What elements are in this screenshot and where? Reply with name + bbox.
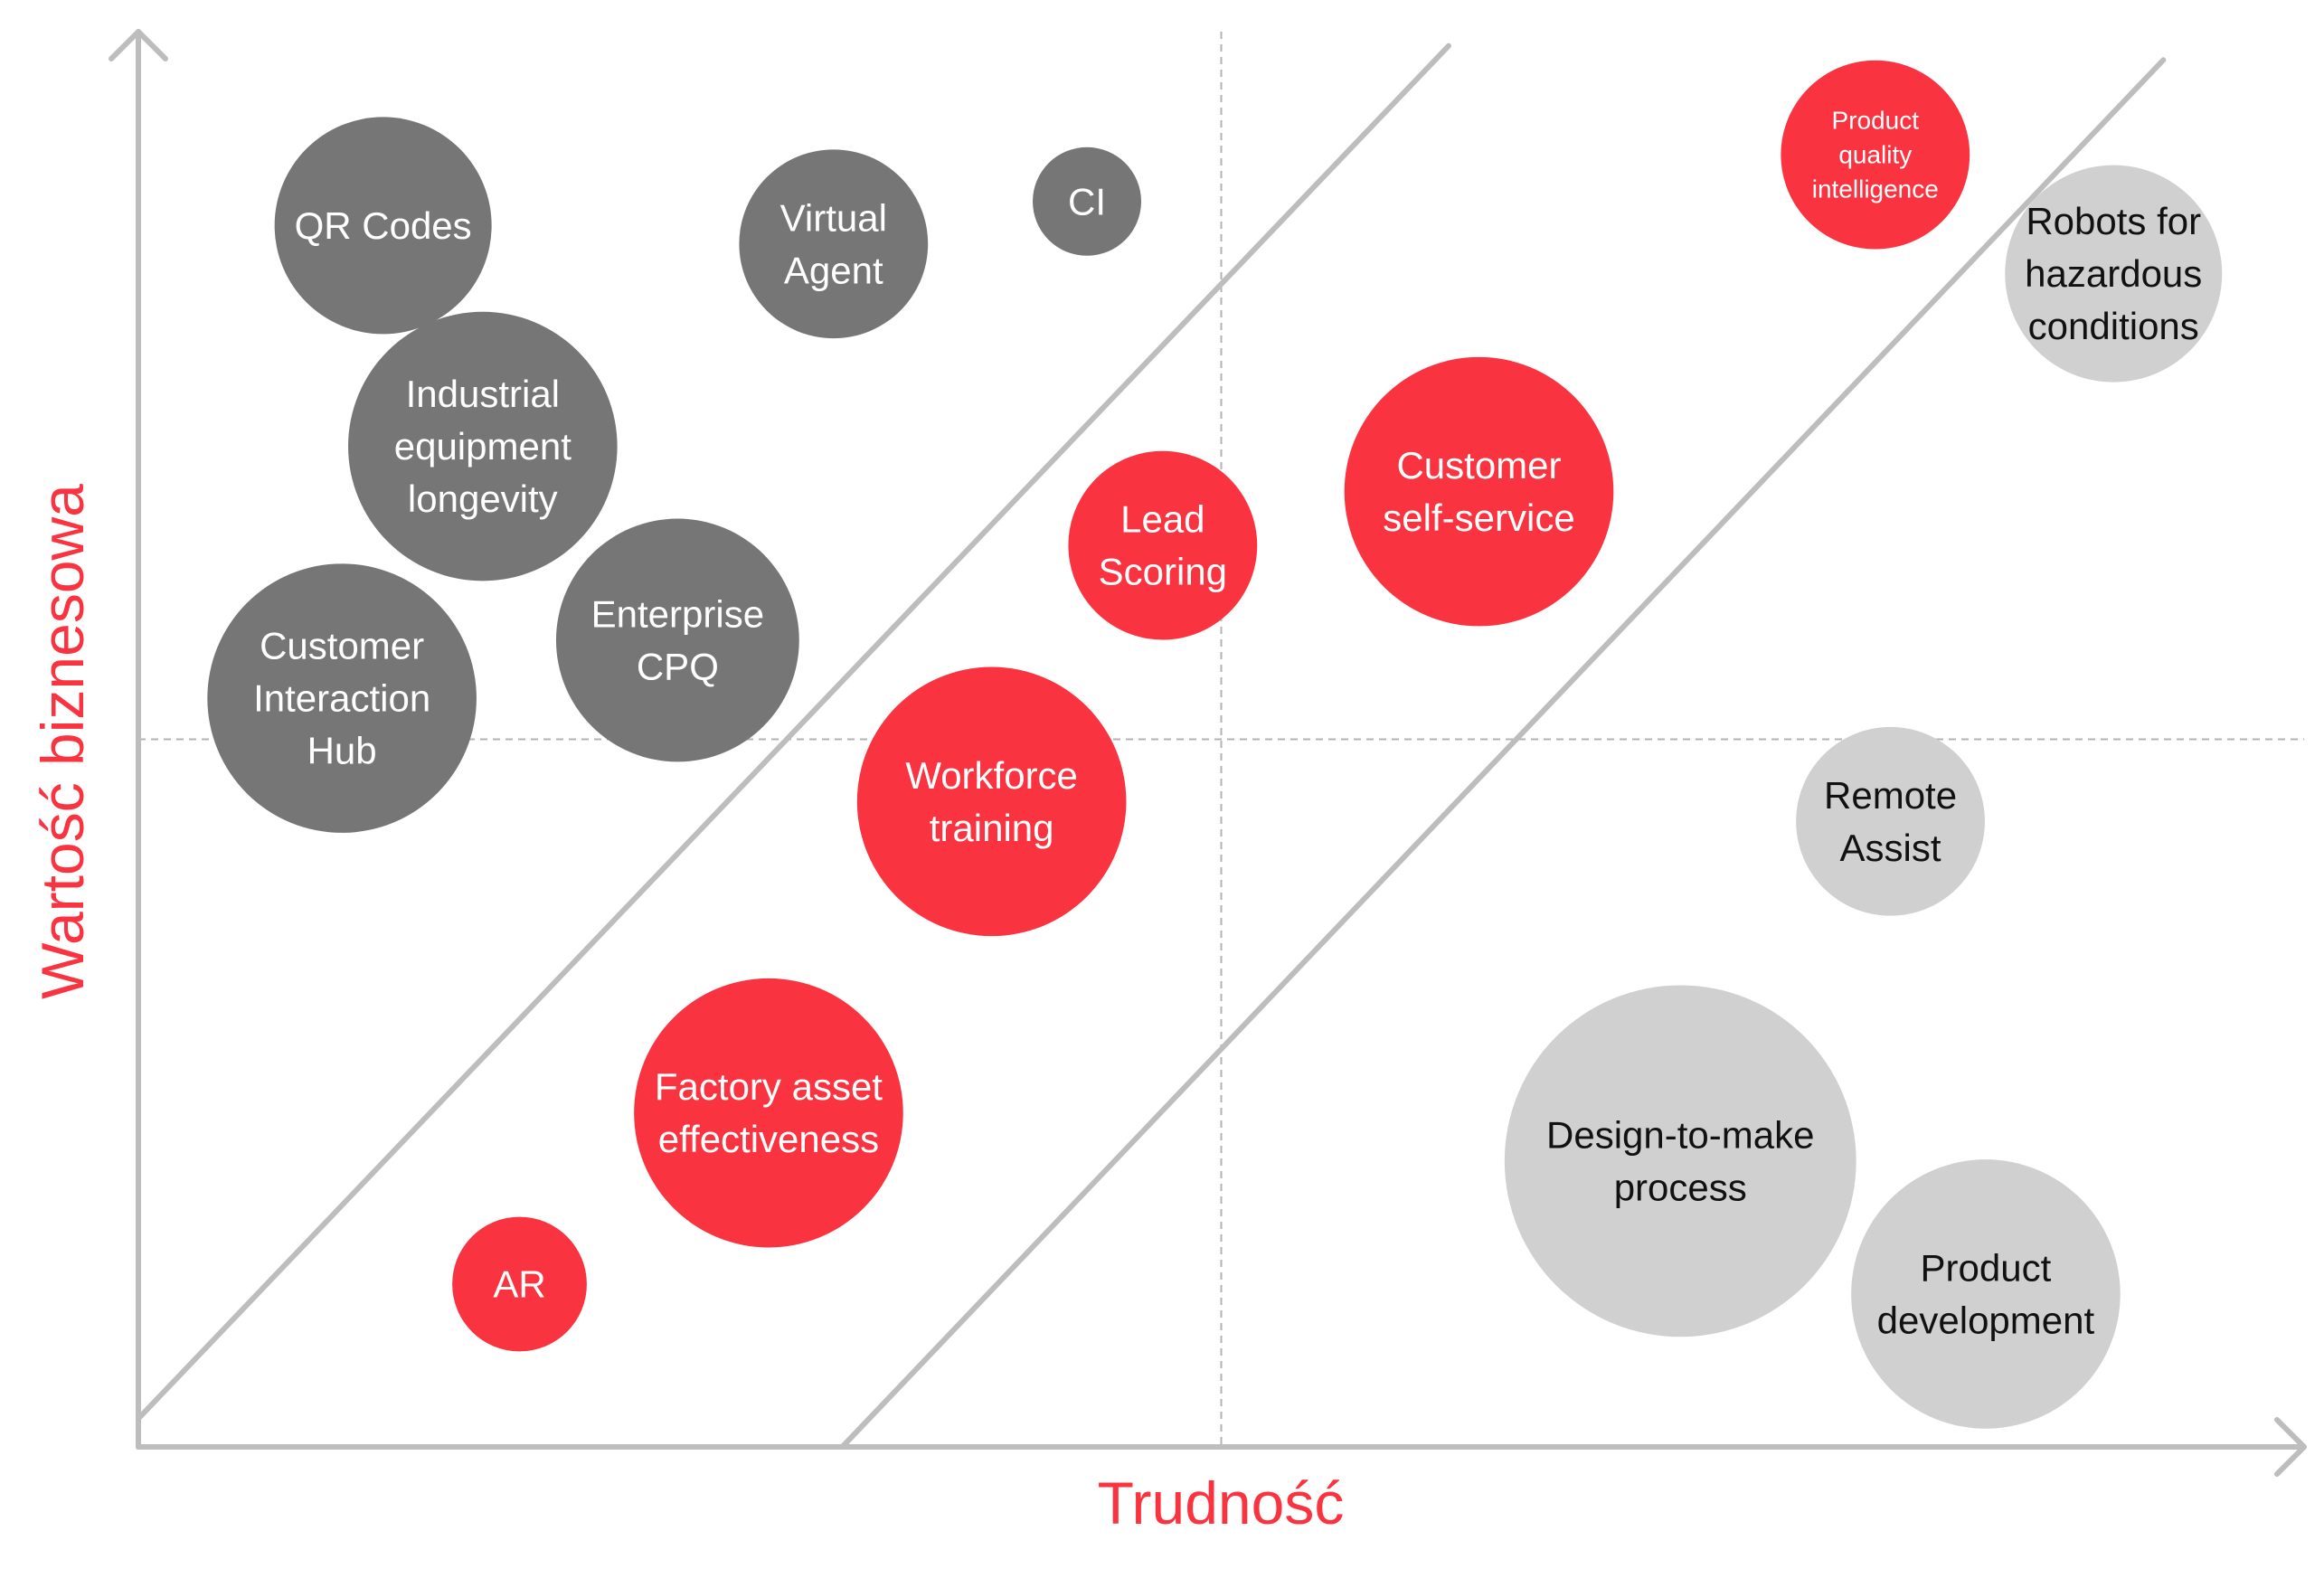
bubble-circle xyxy=(348,311,618,581)
y-axis-arrow-icon xyxy=(109,29,168,61)
bubble-label: quality xyxy=(1838,141,1912,169)
bubble-circle xyxy=(207,563,477,833)
bubble-label: Virtual xyxy=(780,196,887,239)
difficulty-diagonals xyxy=(136,43,2167,1450)
bubble-circle xyxy=(739,149,929,339)
bubble-label: process xyxy=(1614,1166,1747,1208)
bubble-label: Robots for xyxy=(2026,200,2201,242)
bubble-circle xyxy=(2005,165,2223,383)
bubble-label: Remote xyxy=(1824,774,1957,817)
bubble: Robots for hazardous conditions xyxy=(2005,165,2223,383)
bubble-label: Agent xyxy=(784,249,883,291)
bubble-label: training xyxy=(930,807,1054,849)
bubble-circle xyxy=(1851,1159,2121,1429)
diagonal-line-1 xyxy=(136,43,1451,1422)
bubble: Customer self-service xyxy=(1344,356,1614,627)
bubble-label: Assist xyxy=(1840,827,1941,869)
bubble: Product development xyxy=(1851,1159,2121,1429)
bubble-label: hazardous xyxy=(2025,252,2202,295)
bubble: QR Codes xyxy=(274,117,492,335)
diagonal-line-2 xyxy=(839,57,2167,1450)
bubble-label: development xyxy=(1877,1299,2095,1341)
bubble-label: conditions xyxy=(2028,305,2199,347)
axes xyxy=(109,29,2307,1477)
reference-lines xyxy=(138,32,2304,1447)
bubble-label: self-service xyxy=(1383,496,1574,539)
bubble-label: Customer xyxy=(260,625,424,667)
bubble-circle xyxy=(1781,60,1970,250)
bubble-label: longevity xyxy=(408,477,558,520)
bubble-circle xyxy=(1068,450,1258,640)
bubble: Design-to-make process xyxy=(1504,985,1856,1337)
bubble-label: Interaction xyxy=(253,677,430,720)
bubble-label: Lead xyxy=(1120,498,1205,541)
bubble-circle xyxy=(856,666,1127,937)
bubble-label: Industrial xyxy=(406,373,560,415)
bubble-label: Product xyxy=(1832,107,1920,135)
bubble-label: Product xyxy=(1921,1246,2052,1289)
bubble-label: Customer xyxy=(1396,444,1561,487)
bubble-label: AR xyxy=(493,1263,545,1306)
bubble: Product quality intelligence xyxy=(1781,60,1970,250)
bubble-label: CI xyxy=(1068,180,1106,222)
bubble-circle xyxy=(274,117,492,335)
bubble: Industrial equipment longevity xyxy=(348,311,618,581)
bubble-label: Workforce xyxy=(905,754,1078,797)
bubble-label: QR Codes xyxy=(295,204,472,247)
y-axis-title: Wartość biznesowa xyxy=(29,484,96,999)
bubble-label: Scoring xyxy=(1099,551,1227,593)
bubble: CI xyxy=(1033,147,1142,256)
bubble-circle xyxy=(1504,985,1856,1337)
bubble-circle xyxy=(1344,356,1614,627)
bubble: AR xyxy=(452,1216,587,1352)
bubble-label: intelligence xyxy=(1812,175,1939,203)
x-axis-arrow-icon xyxy=(2274,1417,2307,1477)
bubble-label: equipment xyxy=(394,425,572,468)
bubble-label: Design-to-make xyxy=(1546,1113,1814,1156)
x-axis-title: Trudność xyxy=(1098,1470,1345,1536)
bubble-circle xyxy=(1796,726,1985,916)
bubble-label: effectiveness xyxy=(658,1118,879,1160)
bubble-label: Enterprise xyxy=(591,592,764,635)
bubble-label: Factory asset xyxy=(655,1065,883,1108)
bubble: Workforce training xyxy=(856,666,1127,937)
bubble-circle xyxy=(634,978,903,1248)
bubble-label: Hub xyxy=(307,730,377,772)
bubble: Factory asset effectiveness xyxy=(634,978,903,1248)
bubble-label: CPQ xyxy=(637,645,719,687)
bubble-circle xyxy=(1033,147,1142,256)
bubble-circle xyxy=(555,518,799,762)
bubble-circle xyxy=(452,1216,587,1352)
